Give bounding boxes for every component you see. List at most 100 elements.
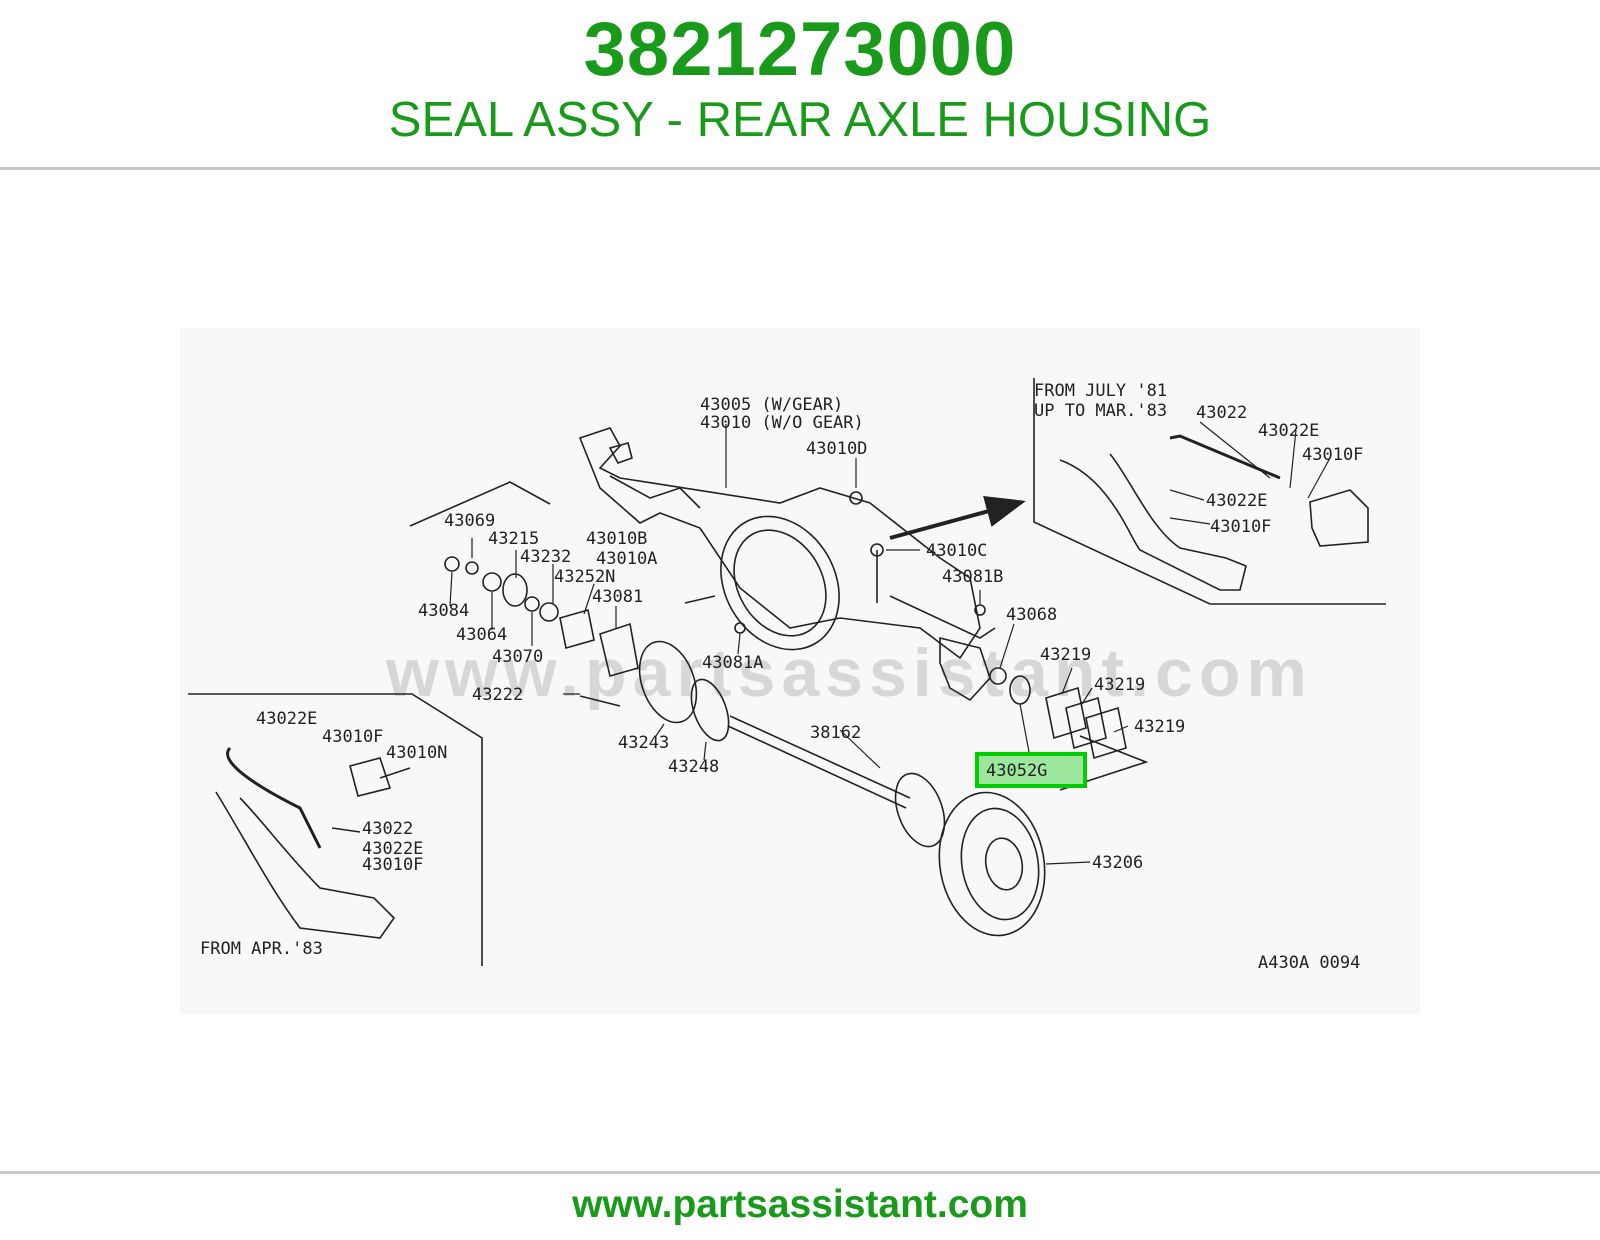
label-43069: 43069 (444, 511, 495, 531)
inset-top-label-43022: 43022 (1196, 403, 1247, 423)
label-43010B: 43010B (586, 529, 647, 549)
diagram-code: A430A 0094 (1258, 953, 1360, 973)
exploded-view-drawing: www.partsassistant.com (188, 378, 1386, 973)
label-43070: 43070 (492, 647, 543, 667)
inset-bottom-label-43010F: 43010F (322, 727, 383, 747)
label-43222: 43222 (472, 685, 523, 705)
part-43232-shape (539, 602, 559, 622)
label-43052G[interactable]: 43052G (986, 761, 1047, 781)
site-url-link[interactable]: www.partsassistant.com (572, 1183, 1028, 1226)
inset-bottom-label-43010N: 43010N (386, 743, 447, 763)
footer-divider (0, 1171, 1600, 1174)
differential-carrier-face (720, 515, 840, 651)
part-description: SEAL ASSY - REAR AXLE HOUSING (388, 93, 1212, 147)
label-43010: 43010 (W/O GEAR) (700, 413, 864, 433)
label-43206: 43206 (1092, 853, 1143, 873)
page-header: 3821273000 SEAL ASSY - REAR AXLE HOUSING (0, 0, 1600, 168)
part-43243-shape (638, 640, 698, 724)
part-43010D-shape (849, 491, 863, 505)
label-43252N: 43252N (554, 567, 615, 587)
label-43081: 43081 (592, 587, 643, 607)
label-43010A: 43010A (596, 549, 657, 569)
label-43010C: 43010C (926, 541, 987, 561)
inset-top-label-43010F-a: 43010F (1302, 445, 1363, 465)
axle-flange-right (939, 636, 991, 702)
label-43219-a: 43219 (1040, 645, 1091, 665)
label-43005: 43005 (W/GEAR) (700, 395, 843, 415)
label-43243: 43243 (618, 733, 669, 753)
part-43010C-shape (870, 543, 884, 557)
label-43010D: 43010D (806, 439, 867, 459)
label-43084: 43084 (418, 601, 469, 621)
part-43010A-stud (684, 595, 716, 604)
differential-carrier-inner (733, 529, 827, 637)
label-43232: 43232 (520, 547, 571, 567)
header-divider (0, 167, 1600, 170)
axle-housing-outline (578, 427, 981, 660)
drawing-lines (188, 378, 1386, 966)
part-43069-shape (465, 561, 479, 575)
bracket-left-group (409, 481, 551, 527)
label-38162: 38162 (810, 723, 861, 743)
part-43081-shape (599, 622, 639, 677)
part-43248-shape (690, 678, 730, 742)
inset-bottom-label-43022: 43022 (362, 819, 413, 839)
inset-bottom-note: FROM APR.'83 (200, 939, 323, 959)
axle-housing-detail (609, 475, 701, 509)
inset-bottom-breather-hose (226, 746, 322, 849)
bracket-43219-group (1059, 735, 1149, 791)
inset-bottom-label-43022E-b: 43022E (362, 839, 423, 859)
watermark-text: www.partsassistant.com (385, 635, 1313, 711)
inset-top-label-43010F-b: 43010F (1210, 517, 1271, 537)
bracket-right-group (889, 595, 996, 639)
inset-top-frame (1033, 378, 1386, 605)
part-43084-shape (444, 556, 460, 572)
label-43215: 43215 (488, 529, 539, 549)
inset-bottom-leader-2 (331, 827, 361, 833)
axle-shaft-line-top (729, 715, 911, 799)
brake-drum-outer (938, 791, 1046, 937)
part-43252N-shape (559, 608, 595, 650)
part-43081A-shape (734, 622, 746, 634)
part-labels: 43005 (W/GEAR) 43010 (W/O GEAR) 43010D 4… (200, 381, 1363, 973)
part-number-title: 3821273000 (583, 7, 1017, 92)
inset-top-label-43022E-b: 43022E (1206, 491, 1267, 511)
axle-flange-left (608, 442, 633, 464)
part-43081B-shape (974, 604, 986, 616)
label-43219-b: 43219 (1094, 675, 1145, 695)
label-43068: 43068 (1006, 605, 1057, 625)
part-43219b-shape (1065, 696, 1107, 750)
inset-bottom-frame (188, 693, 483, 966)
part-43219a-shape (1045, 686, 1087, 740)
inset-pointer-arrow (889, 496, 1026, 540)
inset-bottom-housing (215, 791, 396, 939)
inset-top-label-43022E-a: 43022E (1258, 421, 1319, 441)
inset-bottom-label-43010F-b: 43010F (362, 855, 423, 875)
part-43222-bolt (579, 695, 621, 707)
part-43068-shape (989, 667, 1007, 685)
leader-lines (449, 421, 1331, 865)
axle-shaft-flange (894, 772, 946, 848)
inset-top-housing (1059, 453, 1247, 591)
inset-top-cover (1309, 489, 1369, 547)
highlight-box-43052G[interactable] (975, 752, 1087, 788)
part-43219c-shape (1085, 706, 1127, 760)
label-43081B: 43081B (942, 567, 1003, 587)
label-43248: 43248 (668, 757, 719, 777)
axle-shaft-line-bottom (727, 725, 907, 809)
inset-top-breather-hose (1169, 434, 1281, 480)
inset-top-note-line2: UP TO MAR.'83 (1034, 401, 1167, 421)
parts-diagram: www.partsassistant.com (180, 328, 1420, 1014)
inset-top-note-line1: FROM JULY '81 (1034, 381, 1167, 401)
brake-drum-hub (984, 837, 1024, 891)
inset-bottom-bracket (349, 757, 392, 797)
inset-bottom-label-43022E: 43022E (256, 709, 317, 729)
part-43064-shape (482, 572, 502, 592)
label-43064: 43064 (456, 625, 507, 645)
inset-bottom-leader-1 (379, 767, 411, 779)
part-43070-shape (524, 596, 540, 612)
label-43219-c: 43219 (1134, 717, 1185, 737)
brake-drum-inner (960, 807, 1040, 921)
label-43081A: 43081A (702, 653, 763, 673)
part-43215-shape (502, 573, 528, 607)
